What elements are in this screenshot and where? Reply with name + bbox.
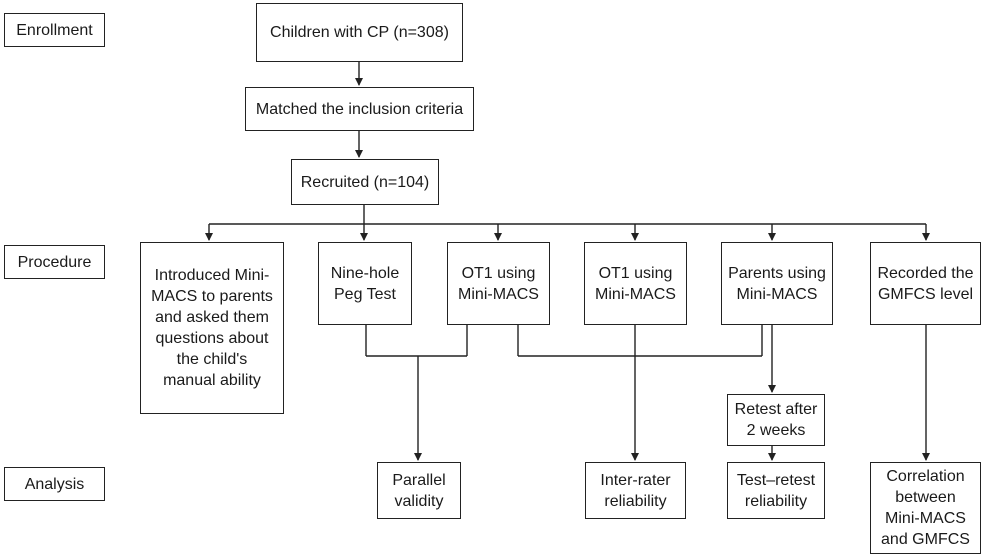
stage-label-enrollment: Enrollment xyxy=(4,13,105,47)
box-parallel-validity: Parallel validity xyxy=(377,462,461,519)
box-ot1-mini-macs-b: OT1 using Mini-MACS xyxy=(584,242,687,325)
box-correlation-mini-macs-gmfcs: Correlation between Mini-MACS and GMFCS xyxy=(870,462,981,554)
box-parents-mini-macs: Parents using Mini-MACS xyxy=(721,242,833,325)
stage-label-analysis: Analysis xyxy=(4,467,105,501)
box-recorded-gmfcs: Recorded the GMFCS level xyxy=(870,242,981,325)
box-nine-hole-peg-test: Nine-hole Peg Test xyxy=(318,242,412,325)
box-retest-after-2-weeks: Retest after 2 weeks xyxy=(727,394,825,446)
box-recruited: Recruited (n=104) xyxy=(291,159,439,205)
box-ot1-mini-macs-a: OT1 using Mini-MACS xyxy=(447,242,550,325)
box-test-retest-reliability: Test–retest reliability xyxy=(727,462,825,519)
box-children-with-cp: Children with CP (n=308) xyxy=(256,3,463,62)
box-introduced-mini-macs: Introduced Mini- MACS to parents and ask… xyxy=(140,242,284,414)
box-inter-rater-reliability: Inter-rater reliability xyxy=(585,462,686,519)
stage-label-procedure: Procedure xyxy=(4,245,105,279)
box-matched-inclusion-criteria: Matched the inclusion criteria xyxy=(245,87,474,131)
